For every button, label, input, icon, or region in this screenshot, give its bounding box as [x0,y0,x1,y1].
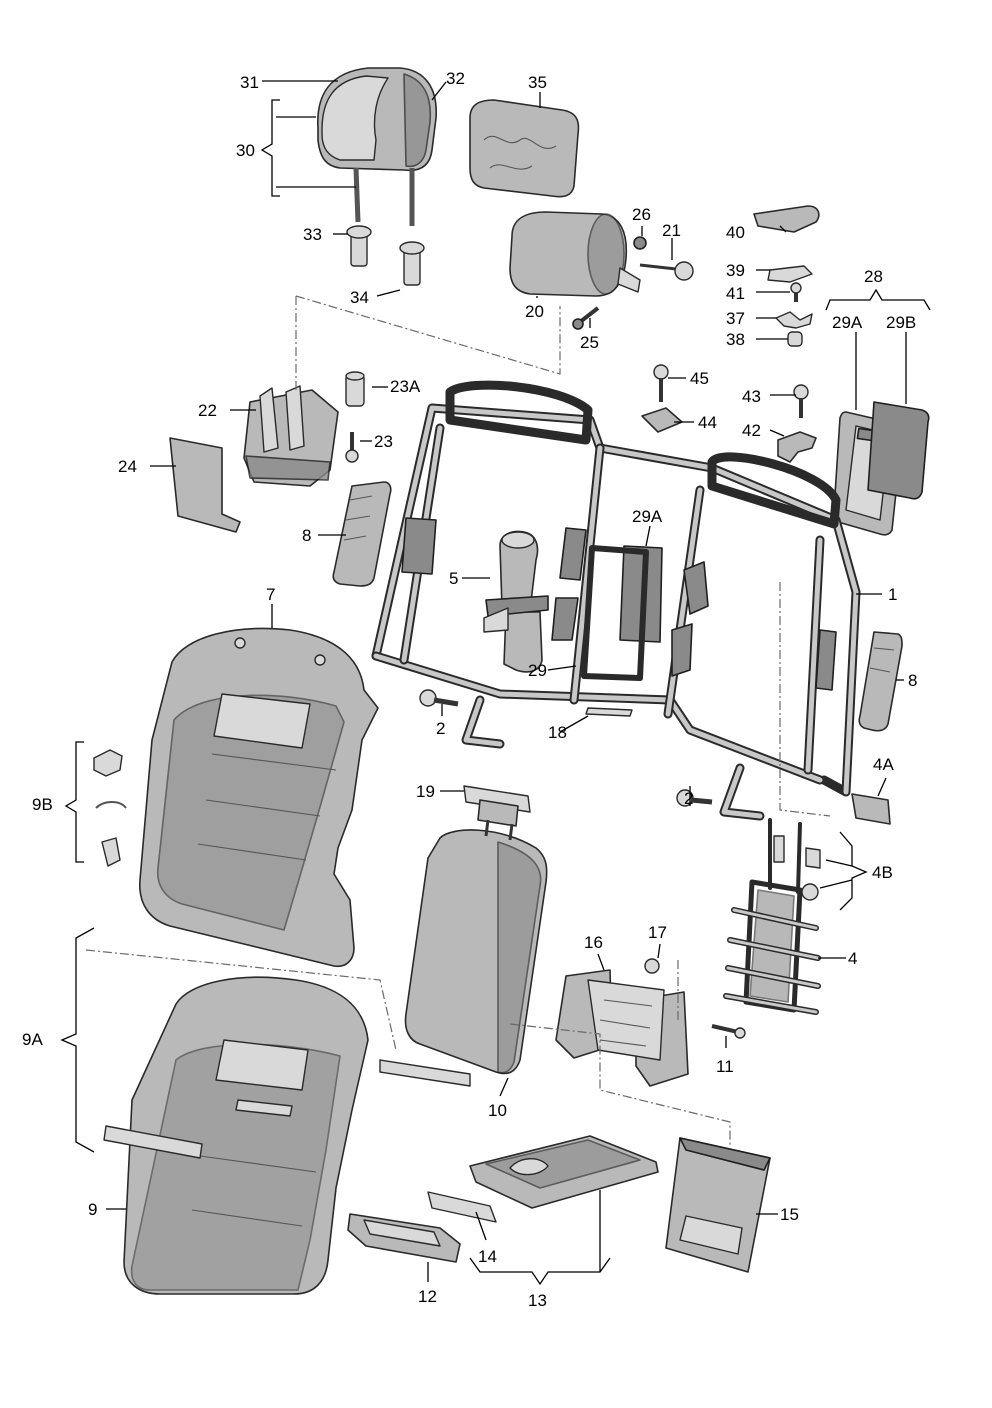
center-armrest-top [509,211,694,330]
backrest-frame [371,380,861,821]
callout-28: 28 [864,267,883,286]
callout-29A-top: 29A [832,313,863,332]
callout-10: 10 [488,1101,507,1120]
clips-9B [93,749,127,867]
callout-2-right: 2 [684,789,693,808]
callout-44: 44 [698,413,717,432]
backrest-cover-7 [139,627,379,968]
headrest-guide-bracket [169,371,365,533]
lumbar-support-mat [723,793,891,1015]
callout-26: 26 [632,205,651,224]
callout-7: 7 [266,585,275,604]
callout-30: 30 [236,141,255,160]
callout-9: 9 [88,1200,97,1219]
trim-strip-18 [419,689,713,807]
callout-15: 15 [780,1205,799,1224]
callout-23: 23 [374,432,393,451]
leader-lines [60,80,931,1286]
hinge-19 [463,785,531,841]
backrest-pad-9 [103,976,369,1295]
callout-31: 31 [240,73,259,92]
callout-12: 12 [418,1287,437,1306]
small-fittings-37-41 [753,205,820,347]
callout-42: 42 [742,421,761,440]
callout-38: 38 [726,330,745,349]
callout-16: 16 [584,933,603,952]
callout-29A-mid: 29A [632,507,663,526]
callout-29B: 29B [886,313,916,332]
callout-21: 21 [662,221,681,240]
side-airbag-right [858,631,903,732]
callout-17: 17 [648,923,667,942]
callout-43: 43 [742,387,761,406]
callout-19: 19 [416,782,435,801]
callout-39: 39 [726,261,745,280]
callout-32: 32 [446,69,465,88]
callout-14: 14 [478,1247,497,1266]
seat-pan-13 [347,1135,659,1263]
callout-40: 40 [726,223,745,242]
callout-37: 37 [726,309,745,328]
callout-13: 13 [528,1291,547,1310]
side-panels-29A-29B [832,401,930,536]
callout-8-left: 8 [302,526,311,545]
callout-23A: 23A [390,377,421,396]
callout-4A: 4A [873,755,894,774]
callout-2-left: 2 [436,719,445,738]
callout-20: 20 [525,302,544,321]
callout-8-right: 8 [908,671,917,690]
storage-box-15 [665,1137,771,1273]
side-airbag-left [332,481,392,587]
callout-41: 41 [726,284,745,303]
callout-45: 45 [690,369,709,388]
callout-34: 34 [350,288,369,307]
headrest-cover [469,99,580,198]
headrest-assembly [317,67,437,286]
bolts-and-bracket-42-45 [641,364,817,463]
inner-panel-29A [581,545,663,681]
callout-18: 18 [548,723,567,742]
callout-4B: 4B [872,863,893,882]
callout-35: 35 [528,73,547,92]
callout-25: 25 [580,333,599,352]
seat-cushion-10 [379,829,548,1087]
callout-9B: 9B [32,795,53,814]
callout-33: 33 [303,225,322,244]
assembly-lines [85,295,831,1146]
callout-29: 29 [528,661,547,680]
callout-1: 1 [888,585,897,604]
callout-22: 22 [198,401,217,420]
callout-24: 24 [118,457,137,476]
callout-11: 11 [716,1057,734,1076]
lumbar-motor [483,530,549,673]
callout-labels: 31 32 35 30 33 34 20 26 21 25 40 39 41 3… [22,69,917,1310]
seat-frame-16 [555,958,746,1087]
callout-4: 4 [848,949,857,968]
callout-5: 5 [449,569,458,588]
callout-9A: 9A [22,1030,43,1049]
